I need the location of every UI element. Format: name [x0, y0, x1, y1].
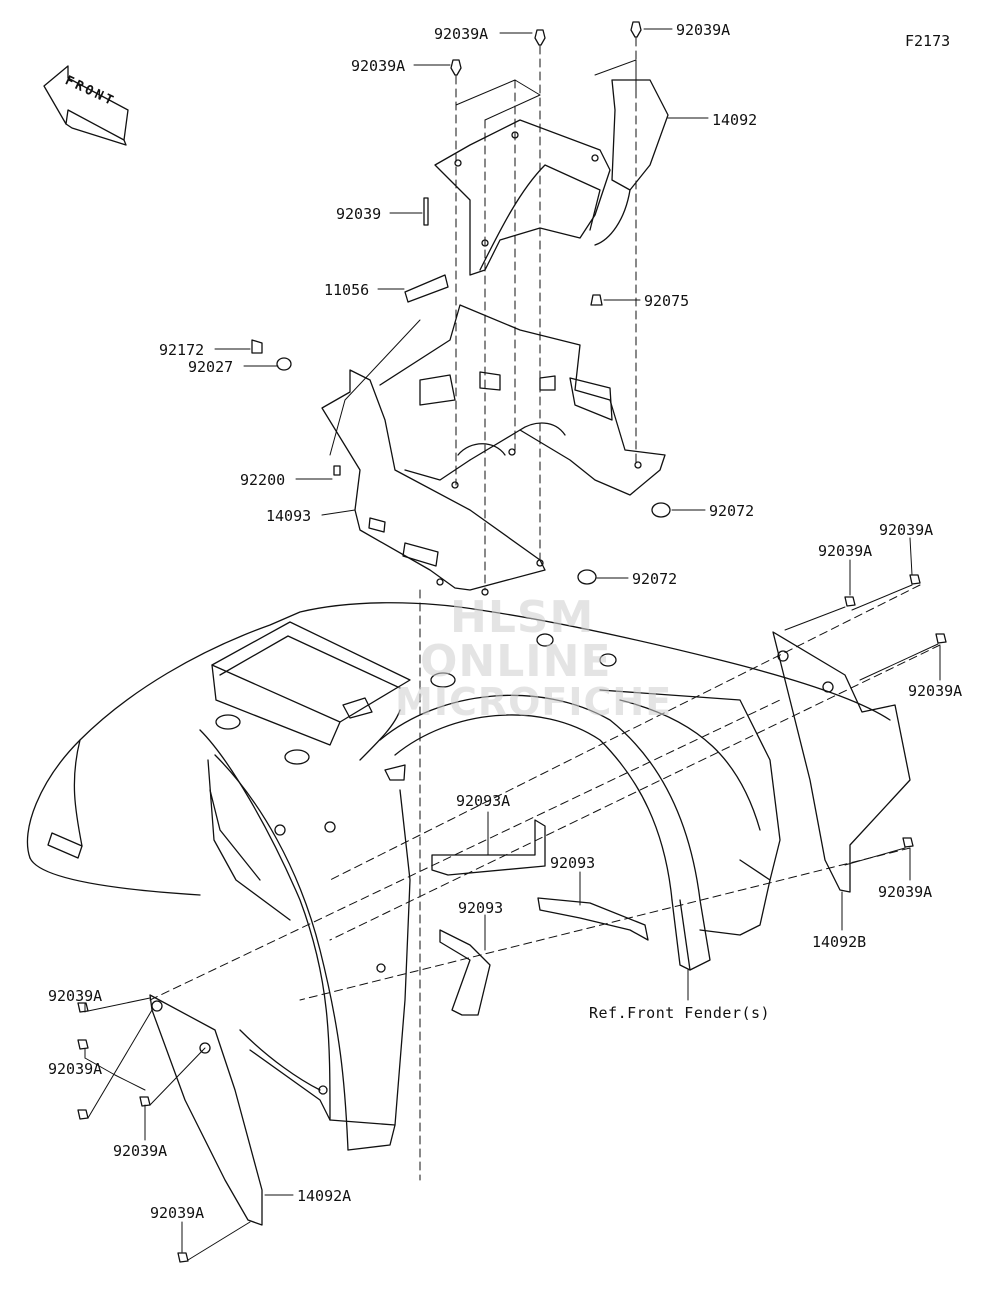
callout-label: 92039A: [48, 987, 103, 1005]
callout-label: 92027: [188, 358, 234, 376]
callout-label: 92072: [632, 570, 678, 588]
inner-cover-14092: [434, 79, 669, 276]
callout-label: 92172: [159, 341, 205, 359]
callout-label: 92039A: [878, 883, 933, 901]
diagram-code: F2173: [905, 32, 951, 50]
callout-label: 11056: [324, 281, 370, 299]
callout-label: 92093: [458, 899, 504, 917]
reference-note: Ref.Front Fender(s): [589, 1004, 771, 1022]
callout-label: 14093: [266, 507, 312, 525]
callout-label: 14092A: [297, 1187, 352, 1205]
callout-label: 92075: [644, 292, 690, 310]
callout-label: 92039A: [676, 21, 731, 39]
callout-label: 92093A: [456, 792, 511, 810]
callout-label: 92039A: [434, 25, 489, 43]
mud-flap-14092B: [772, 631, 911, 893]
callout-label: 92200: [240, 471, 286, 489]
callout-label: 14092B: [812, 933, 867, 951]
bracket-11056: [404, 274, 449, 303]
callout-label: 92039A: [351, 57, 406, 75]
callout-label: 92039A: [113, 1142, 168, 1160]
front-fender-outline: [26, 602, 891, 1151]
callout-label: 92039A: [48, 1060, 103, 1078]
callout-label: 92039A: [150, 1204, 205, 1222]
seal-92093A: [431, 819, 546, 876]
front-arrow-icon: [43, 65, 129, 146]
seal-92093-right: [537, 897, 649, 941]
inner-fender-14093: [321, 304, 666, 596]
watermark-line-2: ONLINE: [420, 636, 612, 687]
callout-label: 14092: [712, 111, 758, 129]
alignment-guides: [149, 37, 941, 1181]
callout-label: 92072: [709, 502, 755, 520]
mud-flap-14092A: [149, 994, 263, 1226]
callout-label: 92039A: [818, 542, 873, 560]
callout-label: 92093: [550, 854, 596, 872]
callout-label: 92039: [336, 205, 382, 223]
callout-label: 92039A: [908, 682, 963, 700]
leader-lines: [84, 28, 941, 1261]
watermark-line-3: MICROFICHE: [395, 680, 673, 724]
fastener-icons: [77, 21, 947, 1263]
watermark-line-1: HLSM: [450, 592, 595, 643]
seal-92093-left: [439, 929, 491, 1016]
callout-label: 92039A: [879, 521, 934, 539]
clip-92072-b: [651, 502, 671, 518]
clip-92072-a: [577, 569, 597, 585]
